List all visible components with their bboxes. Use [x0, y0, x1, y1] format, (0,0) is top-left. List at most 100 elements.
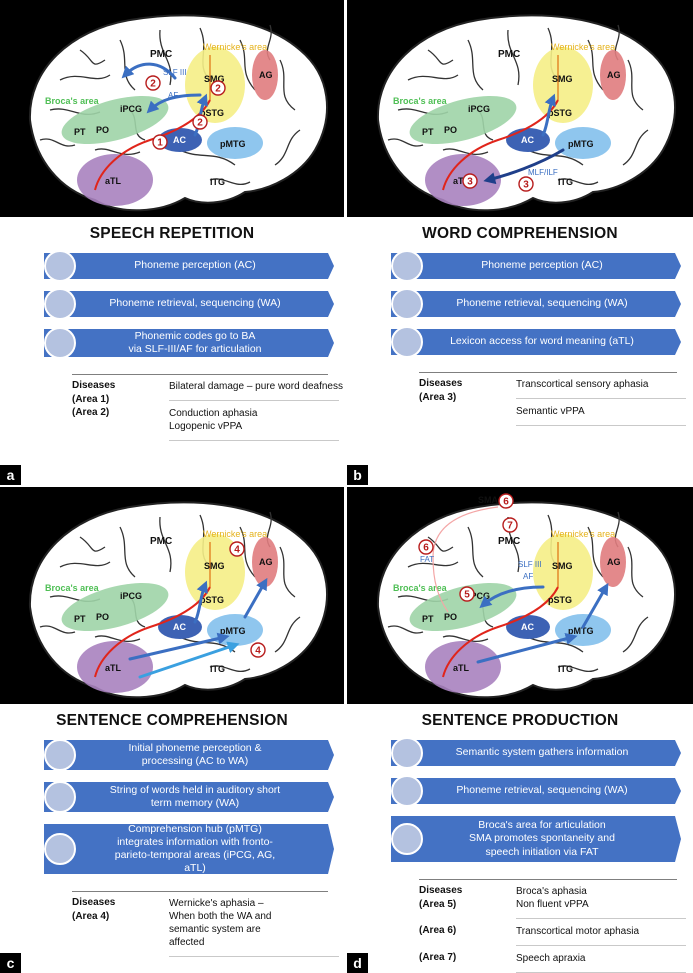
atl-label: aTL [453, 663, 470, 673]
pmtg-ag-arrow [581, 582, 609, 629]
step-bar: Phonemic codes go to BA via SLF-III/AF f… [44, 329, 334, 357]
ipcg-label: iPCG [120, 591, 142, 601]
pmtg-region [555, 127, 611, 159]
svg-text:2: 2 [215, 84, 221, 95]
sulcus [467, 526, 484, 578]
sylvian-fissure [442, 99, 559, 191]
step-bar: Broca's area for articulation SMA promot… [391, 816, 681, 862]
sulcus [209, 178, 251, 186]
sulcus [427, 49, 454, 65]
area-marker: 7 [502, 517, 518, 533]
sulcus [467, 39, 484, 91]
step-bullet [391, 250, 423, 282]
area-marker: 2 [192, 114, 208, 130]
sulcus [119, 526, 136, 578]
pmtg-label: pMTG [568, 139, 594, 149]
diseases-table: Diseases(Area 3)Transcortical sensory ap… [419, 372, 686, 463]
panel-letter: d [347, 953, 368, 973]
divider [169, 400, 339, 401]
atl-label: aTL [105, 663, 122, 673]
sulcus [627, 59, 644, 111]
step-bar: Phoneme retrieval, sequencing (WA) [391, 778, 681, 804]
smg-label: SMG [552, 561, 573, 571]
sulcus [442, 148, 489, 156]
step-bullet [44, 250, 76, 282]
sulcus [79, 49, 106, 65]
step-item: Phoneme retrieval, sequencing (WA) [44, 288, 334, 320]
itg-label: ITG [558, 177, 573, 187]
broca-region [61, 96, 169, 144]
ag-label: AG [259, 70, 273, 80]
ac-label: AC [521, 622, 534, 632]
divider [419, 879, 677, 880]
sulcus [279, 59, 296, 111]
po-label: PO [444, 612, 457, 622]
sulcus [407, 561, 459, 568]
ag-region [252, 537, 278, 587]
sulcus [179, 149, 236, 166]
sulcus [627, 546, 644, 598]
step-bar: String of words held in auditory short t… [44, 782, 334, 812]
mlf-ilf-arrow [483, 148, 565, 185]
atl-label: aTL [105, 176, 122, 186]
pt-label: PT [74, 614, 86, 624]
ac-to-wa-arrow [541, 93, 556, 137]
atl-pmtg-arrow [476, 633, 578, 664]
slf3-label: SLF III [518, 560, 542, 569]
area-label: (Area 1) [72, 394, 110, 405]
broca-label: Broca's area [393, 96, 448, 106]
diseases-label: Diseases [72, 380, 116, 391]
disease-text: Transcortical motor aphasia [516, 926, 640, 937]
area-label: (Area 7) [419, 952, 457, 963]
sulcus [159, 29, 172, 86]
fat-label: FAT [420, 555, 434, 564]
atl-region [77, 641, 153, 693]
disease-text: Transcortical sensory aphasia [516, 379, 649, 390]
smg-label: SMG [204, 74, 225, 84]
step-item: String of words held in auditory short t… [44, 779, 334, 815]
step-bullet [391, 737, 423, 769]
itg-label: ITG [210, 177, 225, 187]
step-bullet [44, 833, 76, 865]
broca-label: Broca's area [45, 583, 100, 593]
area-marker: 4 [250, 642, 266, 658]
af-arrow [479, 585, 545, 609]
pmtg-label: pMTG [568, 626, 594, 636]
ag-label: AG [259, 557, 273, 567]
sylvian-fissure [442, 586, 559, 678]
panel-letter: c [0, 953, 21, 973]
sulcus [387, 138, 424, 147]
ag-region [600, 537, 626, 587]
sulcus [622, 616, 649, 653]
itg-label: ITG [210, 664, 225, 674]
area-label: (Area 3) [419, 392, 457, 403]
itg-label: ITG [558, 664, 573, 674]
pmc-label: PMC [150, 49, 172, 60]
area-label: (Area 2) [72, 407, 110, 418]
sulcus [507, 29, 520, 86]
area-marker: 4 [229, 541, 245, 557]
sulcus [557, 665, 599, 673]
area-marker: 5 [459, 586, 475, 602]
svg-text:7: 7 [507, 521, 513, 532]
svg-text:3: 3 [467, 177, 473, 188]
disease-text: Conduction aphasia Logopenic vPPA [169, 408, 258, 432]
step-item: Semantic system gathers information [391, 737, 681, 769]
ac-label: AC [521, 135, 534, 145]
broca-label: Broca's area [45, 96, 100, 106]
pmtg-label: pMTG [220, 139, 246, 149]
step-item: Lexicon access for word meaning (aTL) [391, 326, 681, 358]
diseases-table: Diseases(Area 1)Bilateral damage – pure … [72, 374, 343, 463]
step-item: Phoneme retrieval, sequencing (WA) [391, 775, 681, 807]
pmc-label: PMC [498, 49, 520, 60]
ag-label: AG [607, 70, 621, 80]
step-bullet [44, 781, 76, 813]
area-marker: 1 [152, 134, 168, 150]
pstg-label: pSTG [200, 108, 224, 118]
